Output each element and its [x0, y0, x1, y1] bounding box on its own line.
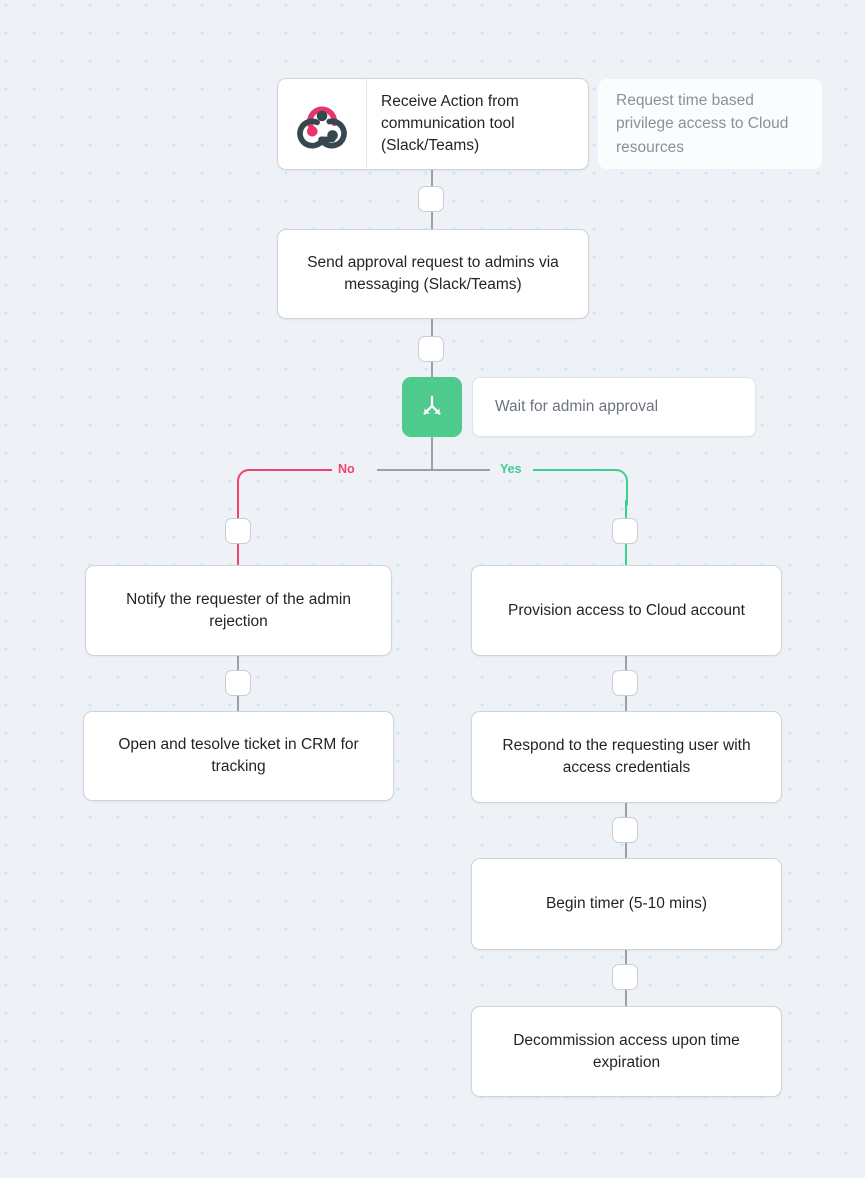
add-node-chip[interactable] — [612, 670, 638, 696]
add-node-chip[interactable] — [418, 336, 444, 362]
add-node-chip[interactable] — [225, 518, 251, 544]
node-label: Respond to the requesting user with acce… — [502, 737, 751, 776]
note-card: Request time based privilege access to C… — [598, 79, 822, 169]
node-label: Open and tesolve ticket in CRM for track… — [118, 736, 359, 775]
node-label: Provision access to Cloud account — [508, 601, 745, 619]
node-label-wrapper: Wait for admin approval — [472, 377, 756, 437]
node-respond-credentials[interactable]: Respond to the requesting user with acce… — [471, 711, 782, 803]
add-node-chip[interactable] — [612, 518, 638, 544]
webhook-icon — [278, 79, 367, 169]
node-notify-rejection[interactable]: Notify the requester of the admin reject… — [85, 565, 392, 656]
node-label: Decommission access upon time expiration — [513, 1031, 740, 1071]
node-label: Receive Action from communication tool (… — [381, 93, 519, 154]
branch-bar — [377, 469, 490, 471]
node-decommission-access[interactable]: Decommission access upon time expiration — [471, 1006, 782, 1097]
node-label: Send approval request to admins via mess… — [307, 254, 559, 293]
add-node-chip[interactable] — [418, 186, 444, 212]
node-begin-timer[interactable]: Begin timer (5-10 mins) — [471, 858, 782, 950]
node-wait-admin-approval[interactable]: Wait for admin approval — [402, 377, 756, 437]
add-node-chip[interactable] — [225, 670, 251, 696]
connector-no-horizontal — [272, 469, 332, 471]
node-provision-access[interactable]: Provision access to Cloud account — [471, 565, 782, 656]
node-open-ticket-crm[interactable]: Open and tesolve ticket in CRM for track… — [83, 711, 394, 801]
connector-wait-stem — [431, 437, 433, 470]
node-label: Begin timer (5-10 mins) — [545, 895, 708, 912]
add-node-chip[interactable] — [612, 964, 638, 990]
connector-yes-elbow — [591, 469, 628, 506]
node-label: Wait for admin approval — [495, 398, 659, 415]
node-receive-action[interactable]: Receive Action from communication tool (… — [277, 78, 589, 170]
add-node-chip[interactable] — [612, 817, 638, 843]
split-branch-icon — [402, 377, 462, 437]
branch-label-no: No — [338, 462, 355, 476]
connector-yes-horizontal — [533, 469, 593, 471]
branch-label-yes: Yes — [500, 462, 522, 476]
connector-no-elbow — [237, 469, 274, 506]
node-send-approval-request[interactable]: Send approval request to admins via mess… — [277, 229, 589, 319]
node-label: Notify the requester of the admin reject… — [126, 590, 351, 630]
note-text: Request time based privilege access to C… — [616, 92, 789, 156]
